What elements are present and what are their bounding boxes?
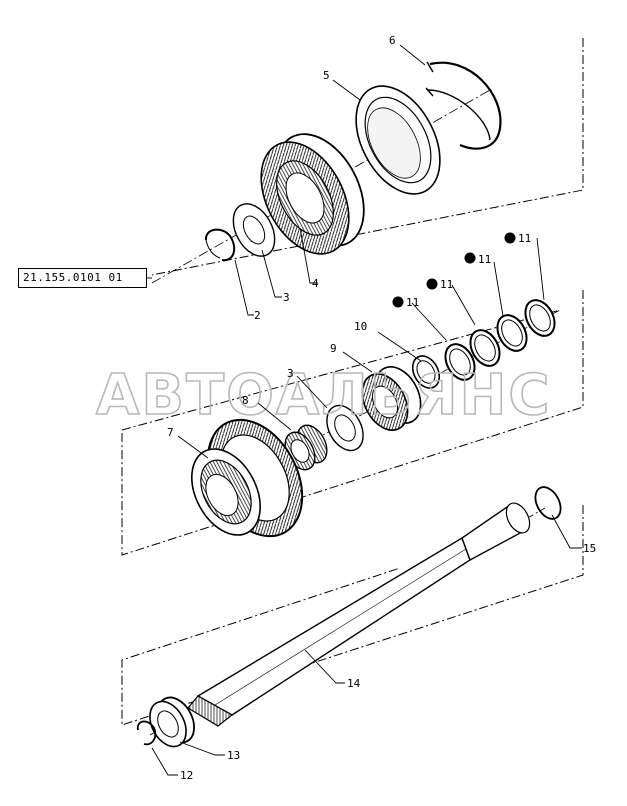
seal-rings-part-11: [444, 299, 556, 381]
thrust-washer-part-3: [232, 203, 276, 257]
shaft-part-14: [187, 502, 531, 727]
marker-dot: [426, 278, 438, 290]
marker-dot: [464, 252, 476, 264]
bearing-part-13: [149, 696, 195, 748]
pressure-plate-part-5: [355, 85, 441, 195]
callout-3-lower: 3: [287, 367, 294, 380]
callout-11-c: 11: [478, 253, 491, 266]
callout-11-b: 11: [440, 278, 453, 291]
callout-labels: 6 5 4 3 2 10 9 3 8 7 11 11 11 11 15 14 1…: [167, 34, 596, 782]
washer-part-8: [326, 404, 364, 452]
assembly-frame-upper: [121, 38, 584, 726]
callout-11-d: 11: [518, 232, 531, 245]
callout-9: 9: [330, 342, 337, 355]
callout-7: 7: [167, 426, 174, 439]
callout-4: 4: [312, 277, 319, 290]
callout-11-a: 11: [406, 296, 419, 309]
o-ring-part-15: [534, 486, 562, 520]
callout-2: 2: [254, 309, 261, 322]
callout-10: 10: [354, 320, 367, 333]
callout-6: 6: [389, 34, 396, 47]
callout-leaders: [147, 44, 582, 776]
reference-code-box[interactable]: 21.155.0101 01: [18, 268, 147, 288]
circlip-part-2: [205, 228, 236, 262]
spacer-ring-part-10: [411, 355, 441, 389]
callout-8: 8: [242, 394, 249, 407]
callout-15: 15: [583, 542, 596, 555]
callout-5: 5: [323, 69, 330, 82]
snap-ring-part-12: [136, 720, 157, 746]
roller-bearing-part-9: [361, 366, 422, 431]
watermark-text: АВТОАЛЬЯНС: [96, 363, 551, 428]
callout-13: 13: [227, 749, 240, 762]
marker-dots: [392, 232, 516, 308]
marker-dot: [392, 296, 404, 308]
callout-12: 12: [180, 769, 193, 782]
snap-ring-part-6: [425, 61, 502, 150]
gear-part-7: [191, 418, 304, 538]
marker-dot: [504, 232, 516, 244]
callout-3: 3: [283, 291, 290, 304]
clutch-drum-part-4: [260, 133, 365, 255]
callout-14: 14: [347, 677, 361, 690]
